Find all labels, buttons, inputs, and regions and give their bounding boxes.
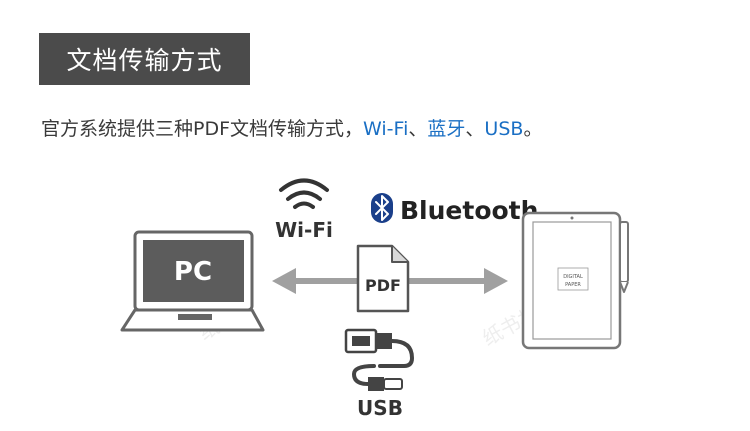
usb-label: USB (357, 396, 403, 420)
section-title: 文档传输方式 (39, 33, 250, 85)
pdf-label: PDF (365, 276, 401, 295)
intro-usb: USB (484, 118, 524, 140)
usb-cable-icon (344, 328, 415, 391)
intro-suffix: 。 (523, 118, 543, 140)
bluetooth-icon (371, 193, 393, 223)
pc-label: PC (174, 257, 212, 287)
wifi-label: Wi-Fi (275, 218, 333, 242)
intro-bluetooth: 蓝牙 (427, 118, 466, 140)
intro-sep-2: 、 (465, 118, 485, 140)
device-screen-line1: DIGITAL (563, 274, 583, 280)
wifi-icon (279, 178, 329, 209)
intro-wifi: Wi-Fi (363, 118, 409, 140)
section-title-text: 文档传输方式 (66, 46, 223, 75)
intro-sep-1: 、 (408, 118, 428, 140)
laptop-icon: PC (120, 230, 265, 332)
bluetooth-label: Bluetooth (400, 196, 538, 225)
intro-prefix: 官方系统提供三种PDF文档传输方式， (41, 118, 364, 140)
pdf-file-icon: PDF (356, 244, 410, 313)
device-screen-line2: PAPER (565, 282, 581, 288)
intro-text: 官方系统提供三种PDF文档传输方式，Wi-Fi、蓝牙、USB。 (41, 114, 542, 141)
e-paper-tablet-icon: DIGITAL PAPER (521, 211, 629, 350)
